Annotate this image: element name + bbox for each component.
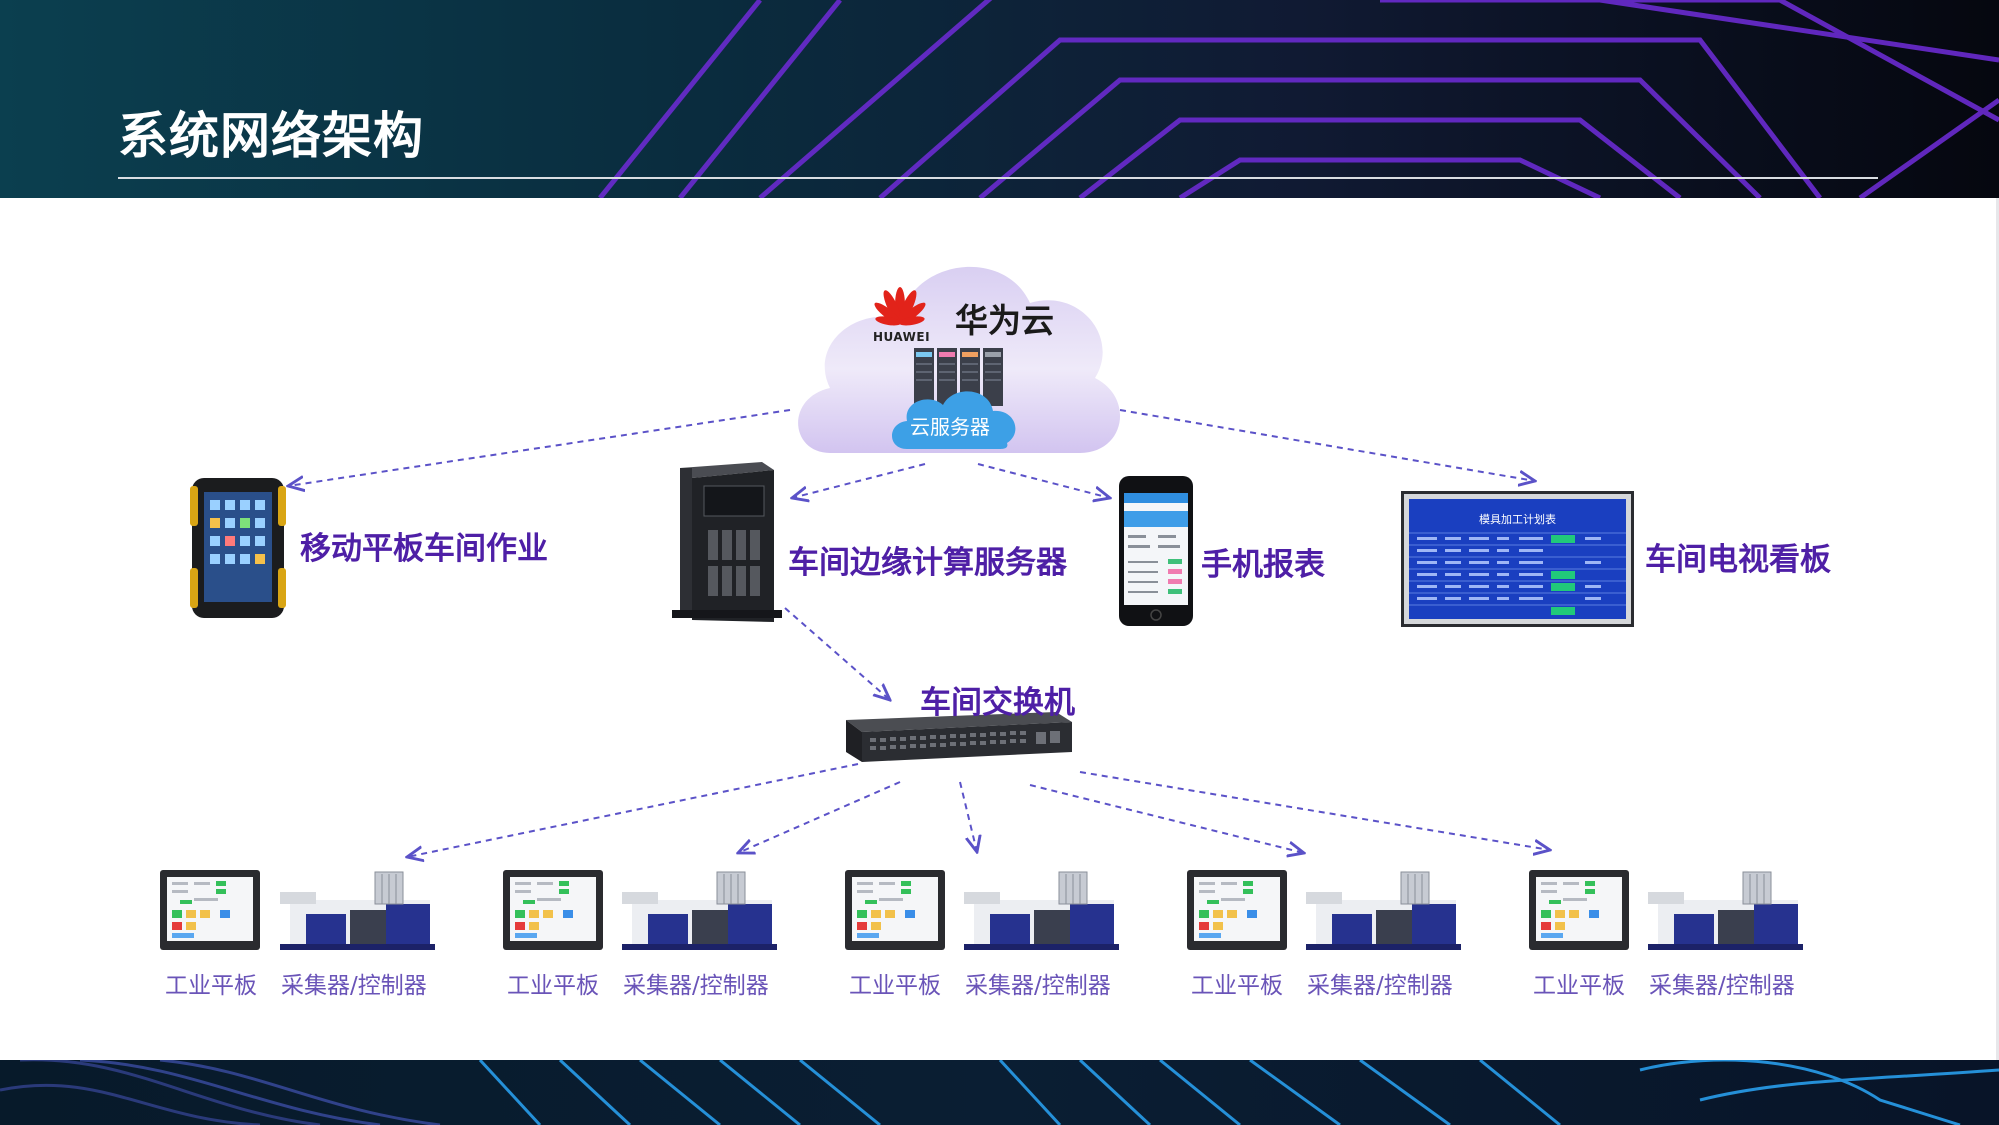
phone-device-icon	[1119, 476, 1193, 626]
injection-machine-icon	[280, 871, 435, 950]
edge-server-label: 车间边缘计算服务器	[788, 545, 1067, 581]
injection-machine-icon	[1648, 871, 1803, 950]
connector-cloud-tablet	[288, 409, 791, 486]
header-decoration	[598, 0, 1999, 198]
switch-label: 车间交换机	[920, 685, 1075, 721]
collector-machine-1	[280, 870, 435, 952]
injection-machine-icon	[622, 871, 777, 950]
connector-switch-station-2	[738, 781, 901, 853]
industrial-panel-icon	[1529, 870, 1629, 950]
connector-switch-station-5	[1079, 771, 1550, 850]
station-2-device-label: 采集器/控制器	[623, 973, 769, 999]
station-1-device-label: 采集器/控制器	[281, 973, 427, 999]
connector-cloud-tv	[1119, 409, 1535, 481]
huawei-cloud	[790, 248, 1125, 463]
cloud-server-label: 云服务器	[910, 415, 990, 439]
connector-server-switch	[784, 607, 890, 700]
station-1-panel-label: 工业平板	[165, 973, 257, 999]
collector-machine-4	[1306, 870, 1461, 952]
page-title: 系统网络架构	[118, 107, 424, 165]
tv-screen-heading: 模具加工计划表	[1479, 513, 1556, 526]
industrial-panel-1	[160, 870, 260, 950]
huawei-logo	[870, 285, 930, 329]
station-5-device-label: 采集器/控制器	[1649, 973, 1795, 999]
industrial-panel-4	[1187, 870, 1287, 950]
station-3-device-label: 采集器/控制器	[965, 973, 1111, 999]
tablet-label: 移动平板车间作业	[300, 531, 548, 567]
injection-machine-icon	[964, 871, 1119, 950]
injection-machine-icon	[1306, 871, 1461, 950]
industrial-panel-3	[845, 870, 945, 950]
industrial-panel-2	[503, 870, 603, 950]
industrial-panel-icon	[845, 870, 945, 950]
huawei-wordmark: HUAWEI	[873, 330, 931, 344]
huawei-flower-icon	[874, 287, 926, 326]
connector-switch-station-1	[407, 763, 859, 857]
connector-cloud-phone	[977, 463, 1110, 498]
rugged-tablet	[190, 476, 286, 620]
station-2-panel-label: 工业平板	[507, 973, 599, 999]
smartphone	[1118, 475, 1194, 627]
tablet-device-icon	[190, 478, 286, 618]
title-underline	[118, 177, 1878, 179]
edge-server	[662, 460, 784, 626]
collector-machine-2	[622, 870, 777, 952]
connector-switch-station-4	[1029, 784, 1304, 853]
blue-cloud-icon	[892, 391, 1016, 449]
industrial-panel-icon	[503, 870, 603, 950]
tv-board-label: 车间电视看板	[1645, 542, 1831, 578]
station-3-panel-label: 工业平板	[849, 973, 941, 999]
connector-cloud-server	[792, 463, 926, 498]
tv-board: 模具加工计划表	[1401, 491, 1634, 627]
station-5-panel-label: 工业平板	[1533, 973, 1625, 999]
cloud-name: 华为云	[955, 301, 1054, 340]
header-banner	[0, 0, 1999, 198]
cloud-server-bubble	[885, 383, 1025, 453]
footer-decoration	[0, 1060, 1999, 1125]
switch-device-icon	[846, 712, 1072, 762]
station-4-panel-label: 工业平板	[1191, 973, 1283, 999]
tv-screen: 模具加工计划表	[1409, 499, 1626, 619]
footer-banner	[0, 1060, 1999, 1125]
industrial-panel-5	[1529, 870, 1629, 950]
industrial-panel-icon	[1187, 870, 1287, 950]
collector-machine-3	[964, 870, 1119, 952]
connector-switch-station-3	[959, 781, 977, 852]
industrial-panel-icon	[160, 870, 260, 950]
tower-server-icon	[672, 462, 782, 622]
right-edge-line	[1996, 198, 1999, 1060]
network-switch	[836, 712, 1074, 770]
station-4-device-label: 采集器/控制器	[1307, 973, 1453, 999]
collector-machine-5	[1648, 870, 1803, 952]
tv-table-graphic	[1409, 532, 1626, 615]
cloud-icon	[798, 266, 1121, 453]
phone-label: 手机报表	[1201, 547, 1325, 583]
